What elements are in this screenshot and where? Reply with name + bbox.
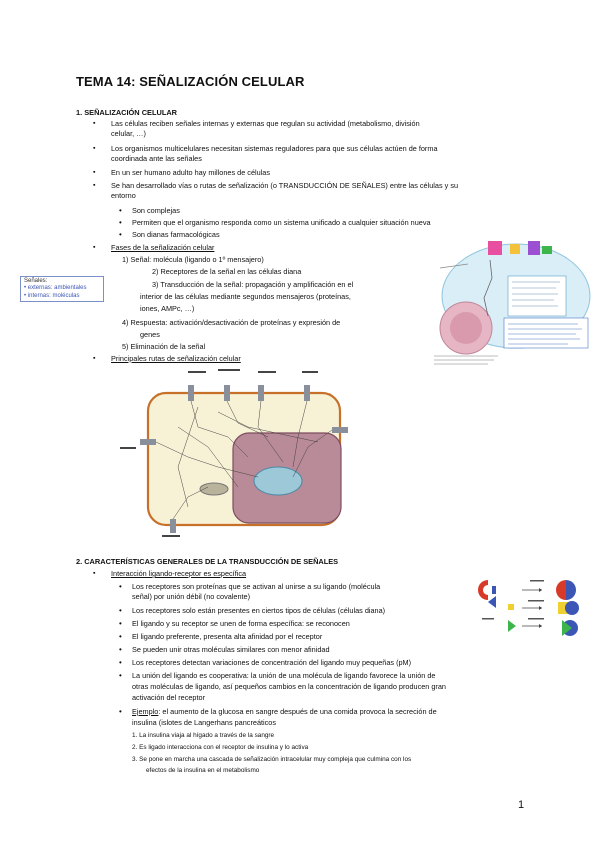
phase-item: 2) Receptores de la señal en las células… (152, 267, 302, 276)
list-item: activación del receptor (132, 693, 206, 702)
example-step: 1. La insulina viaja al hígado a través … (132, 732, 275, 739)
list-item: Los receptores detectan variaciones de c… (132, 658, 412, 667)
page-number: 1 (518, 799, 525, 811)
list-item: señal) por unión débil (no covalente) (132, 592, 251, 601)
cell-signaling-diagram (120, 369, 348, 537)
section-2-heading: 2. CARACTERÍSTICAS GENERALES DE LA TRANS… (76, 557, 339, 566)
phases-heading: Fases de la señalización celular (111, 243, 215, 252)
transduction-diagram (434, 241, 591, 365)
list-item: celular, …) (111, 129, 146, 138)
sub-bullet-marker: • (119, 606, 122, 615)
sub-bullet-marker: • (119, 230, 122, 239)
sub-bullet-marker: • (119, 671, 122, 680)
sub-bullet-marker: • (119, 658, 122, 667)
section-1-heading: 1. SEÑALIZACIÓN CELULAR (76, 108, 178, 117)
example-step: efectos de la insulina en el metabolismo (146, 767, 260, 774)
bullet-marker: ▪ (93, 355, 96, 362)
list-item: En un ser humano adulto hay millones de … (111, 168, 271, 177)
phase-item: 4) Respuesta: activación/desactivación d… (122, 318, 341, 327)
list-item: Las células reciben señales internas y e… (111, 119, 420, 128)
phase-item: iones, AMPc, …) (140, 304, 195, 313)
sub-bullet-marker: • (119, 218, 122, 227)
routes-heading: Principales rutas de señalización celula… (111, 354, 241, 363)
bullet-marker: ▪ (93, 169, 96, 176)
list-item: Permiten que el organismo responda como … (132, 218, 431, 227)
list-item: otras moléculas de ligando, así pequeños… (132, 682, 446, 691)
example-step: 2. Es ligado interacciona con el recepto… (132, 744, 309, 751)
list-item: La unión del ligando es cooperativa: la … (132, 671, 436, 680)
section-2-subheading: Interacción ligando-receptor es específi… (111, 569, 247, 578)
sub-bullet-marker: • (119, 632, 122, 641)
bullet-marker: ▪ (93, 570, 96, 577)
side-note-item: • externas: ambientales (24, 285, 87, 292)
ligand-receptor-illustration (478, 580, 579, 636)
page-title: TEMA 14: SEÑALIZACIÓN CELULAR (76, 74, 305, 89)
phase-item: 1) Señal: molécula (ligando o 1º mensaje… (122, 255, 264, 264)
phase-item: 3) Transducción de la señal: propagación… (152, 280, 354, 289)
list-item: Son complejas (132, 206, 180, 215)
list-item: El ligando y su receptor se unen de form… (132, 619, 350, 628)
list-item: El ligando preferente, presenta alta afi… (132, 632, 323, 641)
example-label: Ejemplo (132, 707, 159, 716)
list-item: Los organismos multicelulares necesitan … (111, 144, 438, 153)
sub-bullet-marker: • (119, 206, 122, 215)
example-text: : el aumento de la glucosa en sangre des… (158, 707, 437, 716)
phase-item: 5) Eliminación de la señal (122, 342, 206, 351)
sub-bullet-marker: • (119, 707, 122, 716)
bullet-marker: ▪ (93, 182, 96, 189)
phase-item: interior de las células mediante segundo… (140, 292, 351, 301)
bullet-marker: ▪ (93, 244, 96, 251)
sub-bullet-marker: • (119, 645, 122, 654)
list-item: Los receptores son proteínas que se acti… (132, 582, 381, 591)
list-item: Los receptores solo están presentes en c… (132, 606, 386, 615)
list-item: coordinada ante las señales (111, 154, 202, 163)
bullet-marker: ▪ (93, 120, 96, 127)
example-step: 3. Se pone en marcha una cascada de seña… (132, 756, 412, 763)
bullet-marker: ▪ (93, 145, 96, 152)
list-item: entorno (111, 191, 136, 200)
example-line: Ejemplo: el aumento de la glucosa en san… (132, 707, 437, 717)
example-text-2: insulina (islotes de Langerhans pancreát… (132, 718, 276, 727)
list-item: Se han desarrollado vías o rutas de seña… (111, 181, 459, 190)
list-item: Se pueden unir otras moléculas similares… (132, 645, 330, 654)
sub-bullet-marker: • (119, 582, 122, 591)
side-note: Señales: • externas: ambientales • inter… (20, 276, 104, 302)
phase-item: genes (140, 330, 160, 339)
sub-bullet-marker: • (119, 619, 122, 628)
side-note-item: • internas: moléculas (24, 292, 80, 299)
side-note-title: Señales: (24, 278, 48, 284)
list-item: Son dianas farmacológicas (132, 230, 220, 239)
